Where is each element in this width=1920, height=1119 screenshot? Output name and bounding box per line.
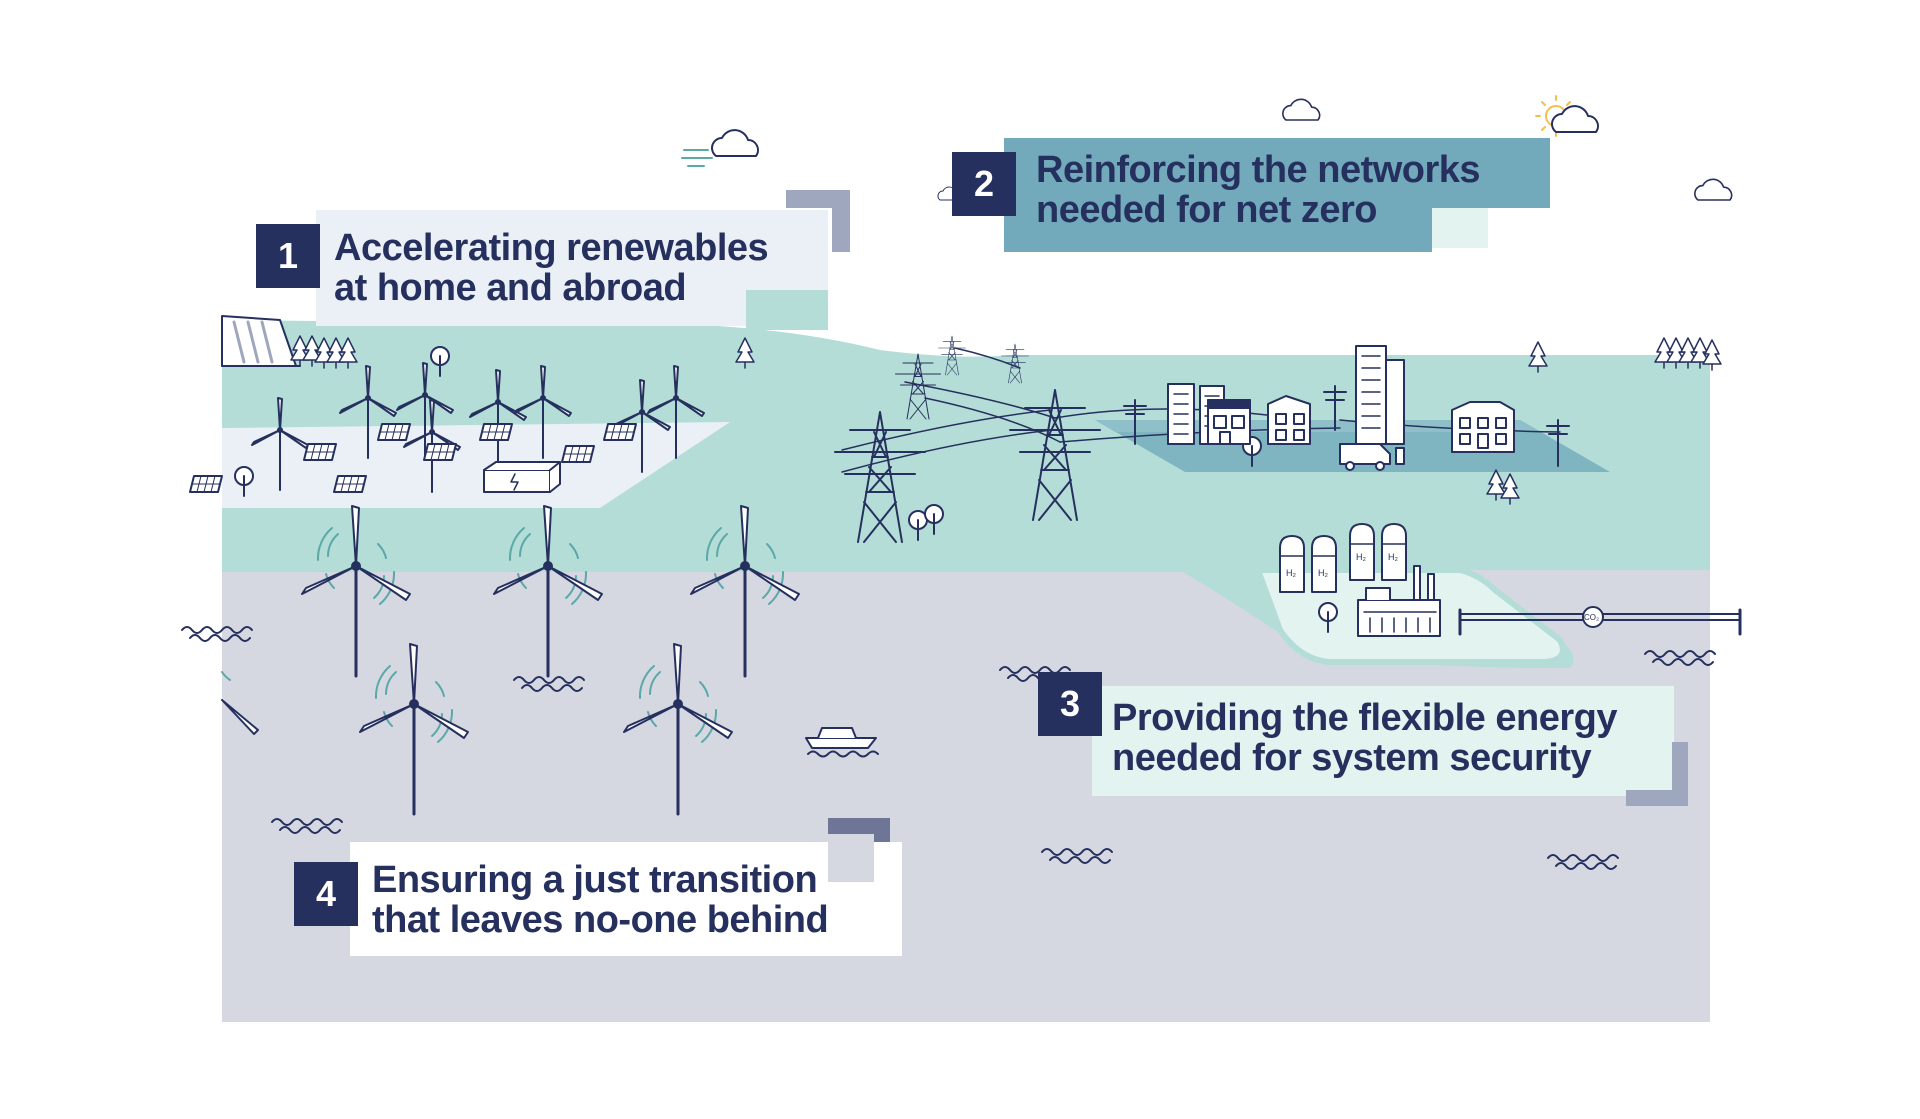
carbon-tag: CO₂: [1584, 613, 1599, 622]
callout-4-upper-cut: [828, 842, 874, 882]
land-area: [222, 320, 1710, 668]
callout-1: 1 Accelerating renewables at home and ab…: [256, 210, 828, 326]
solar-panel-icon: [479, 423, 513, 441]
callout-3-corner-cutout: [1626, 742, 1672, 790]
pole-icon: [1123, 385, 1570, 467]
solar-panel-icon: [303, 443, 337, 461]
callout-2-number: 2: [952, 152, 1016, 216]
callout-2: 2 Reinforcing the networks needed for ne…: [952, 138, 1550, 252]
callout-2-corner-decoration: [1432, 208, 1488, 248]
callout-1-lower-cut: [746, 290, 828, 330]
dam-icon: [221, 315, 301, 367]
wind-gust-icon: [681, 149, 713, 167]
solar-panel-icon: [333, 475, 367, 493]
callout-4-line1: Ensuring a just transition: [372, 859, 818, 901]
shop-icon: [1207, 399, 1251, 445]
callout-4: 4 Ensuring a just transition that leaves…: [294, 842, 902, 956]
cloud-icon: [1282, 98, 1321, 121]
callout-4-line2: that leaves no-one behind: [372, 899, 829, 941]
pipeline-icon: [1458, 606, 1742, 636]
solar-panel-icon: [189, 475, 223, 493]
house-icon: [1267, 395, 1311, 445]
hydrogen-tag: H₂: [1356, 552, 1366, 562]
callout-2-line2: needed for net zero: [1036, 189, 1378, 231]
hydrogen-tag: H₂: [1388, 552, 1398, 562]
hydrogen-tag: H₂: [1318, 568, 1328, 578]
cloud-icon: [1694, 178, 1733, 201]
solar-panel-icon: [603, 423, 637, 441]
callout-3-line2: needed for system security: [1112, 737, 1592, 779]
tower-building-icon: [1355, 345, 1405, 445]
hydrogen-tag: H₂: [1286, 568, 1296, 578]
callout-4-number: 4: [294, 862, 358, 926]
callout-1-number: 1: [256, 224, 320, 288]
hydrogen-tank-icon: [1279, 523, 1407, 593]
callout-1-line2: at home and abroad: [334, 267, 687, 309]
callout-3-number: 3: [1038, 672, 1102, 736]
callout-3-line1: Providing the flexible energy: [1112, 697, 1617, 739]
solar-panel-icon: [423, 443, 457, 461]
van-icon: [1339, 443, 1405, 471]
solar-panel-icon: [377, 423, 411, 441]
house-icon: [1451, 401, 1515, 453]
solar-panel-icon: [561, 445, 595, 463]
boat-icon: [805, 727, 879, 758]
factory-icon: [1357, 565, 1441, 637]
wind-turbine-icon: [221, 671, 259, 735]
callout-1-line1: Accelerating renewables: [334, 227, 769, 269]
battery-icon: [483, 461, 561, 493]
cloud-icon: [711, 129, 759, 157]
callout-3: 3 Providing the flexible energy needed f…: [1038, 672, 1674, 796]
callout-2-line1: Reinforcing the networks: [1036, 149, 1481, 191]
